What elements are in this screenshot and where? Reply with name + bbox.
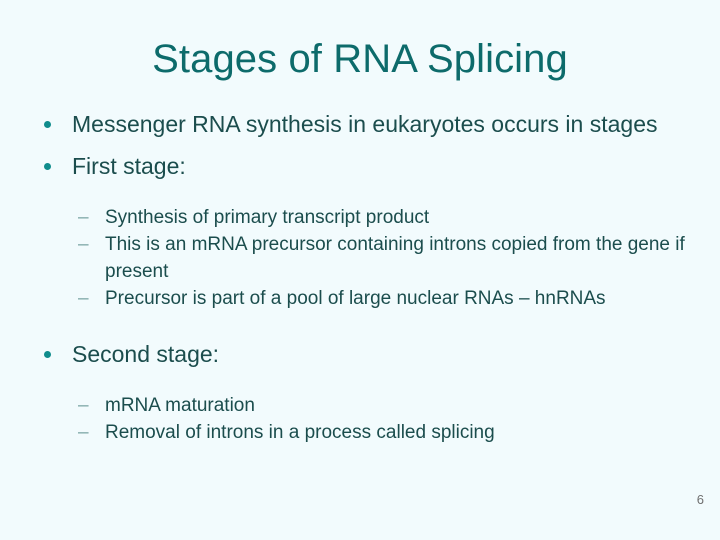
- list-item-label: Messenger RNA synthesis in eukaryotes oc…: [72, 111, 658, 137]
- sub-list-item-label: Precursor is part of a pool of large nuc…: [105, 288, 606, 309]
- list-item: Messenger RNA synthesis in eukaryotes oc…: [30, 108, 690, 140]
- dash-icon: –: [78, 234, 89, 255]
- dash-icon: –: [78, 422, 89, 443]
- dash-icon: –: [78, 288, 89, 309]
- page-title: Stages of RNA Splicing: [152, 37, 568, 81]
- bullet-dot-icon: [44, 150, 58, 182]
- list-item: Second stage:: [30, 338, 690, 370]
- sub-list-item-label: This is an mRNA precursor containing int…: [105, 234, 685, 282]
- dash-icon: –: [78, 395, 89, 416]
- slide-body: Messenger RNA synthesis in eukaryotes oc…: [30, 108, 690, 446]
- dash-icon: –: [78, 207, 89, 228]
- list-item-label: First stage:: [72, 153, 186, 179]
- sub-list-item: – mRNA maturation: [30, 392, 690, 419]
- bullet-dot-icon: [44, 108, 58, 140]
- sub-list-item-label: Synthesis of primary transcript product: [105, 207, 430, 228]
- spacer: [30, 140, 690, 150]
- sub-list-item: – This is an mRNA precursor containing i…: [30, 231, 690, 285]
- spacer: [30, 312, 690, 338]
- list-item-label: Second stage:: [72, 341, 220, 367]
- bullet-dot-icon: [44, 338, 58, 370]
- sub-list-item-label: mRNA maturation: [105, 395, 255, 416]
- spacer: [30, 370, 690, 392]
- list-item: First stage:: [30, 150, 690, 182]
- sub-list-item: – Removal of introns in a process called…: [30, 419, 690, 446]
- spacer: [30, 182, 690, 204]
- sub-list-item-label: Removal of introns in a process called s…: [105, 422, 495, 443]
- slide-page-number: 6: [696, 492, 704, 507]
- sub-list-item: – Synthesis of primary transcript produc…: [30, 204, 690, 231]
- sub-list-item: – Precursor is part of a pool of large n…: [30, 285, 690, 312]
